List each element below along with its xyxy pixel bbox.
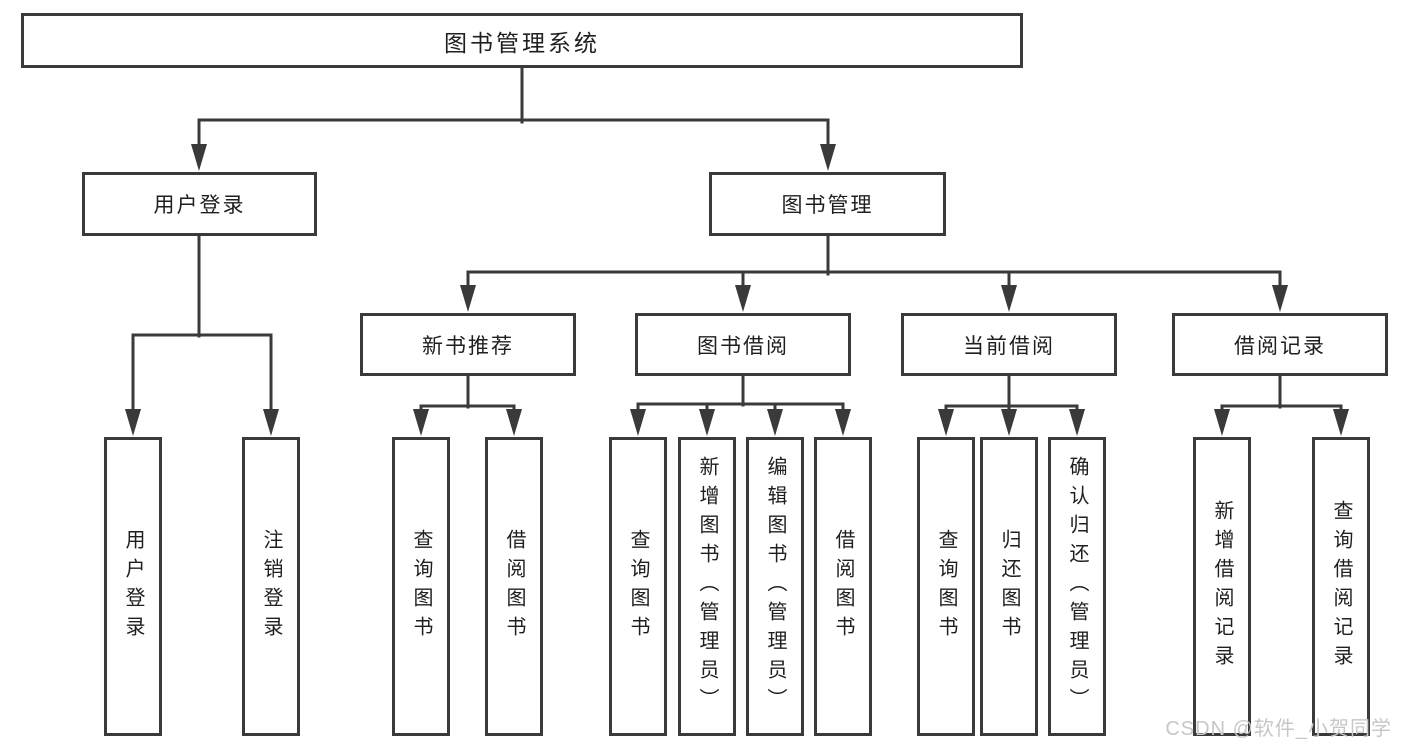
leaf-query-borrow-record: 查询借阅记录: [1312, 437, 1370, 736]
arrowhead-icon: [1214, 409, 1230, 436]
node-label: 借阅图书: [832, 528, 854, 645]
leaf-user-login: 用户登录: [104, 437, 162, 736]
node-book-borrowing: 图书借阅: [635, 313, 851, 376]
arrowhead-icon: [413, 409, 429, 436]
arrowhead-icon: [506, 409, 522, 436]
leaf-borrow-books-recommend: 借阅图书: [485, 437, 543, 736]
connector-borrow-records-children: [1220, 374, 1343, 416]
leaf-query-books-current: 查询图书: [917, 437, 975, 736]
node-label: 用户登录: [122, 528, 144, 645]
arrowhead-icon: [263, 409, 279, 436]
node-label: 新增借阅记录: [1211, 499, 1233, 674]
node-label: 归还图书: [998, 528, 1020, 645]
node-label: 当前借阅: [963, 334, 1055, 358]
leaf-edit-book-admin: 编辑图书（管理员）: [746, 437, 804, 736]
node-label: 借阅记录: [1234, 334, 1326, 358]
csdn-watermark: CSDN @软件_小贺同学: [1165, 718, 1392, 740]
arrowhead-icon: [1001, 285, 1017, 312]
arrowhead-icon: [630, 409, 646, 436]
node-label: 注销登录: [260, 528, 282, 645]
node-label: 借阅图书: [503, 528, 525, 645]
leaf-borrow-books-borrowing: 借阅图书: [814, 437, 872, 736]
arrowhead-icon: [1001, 409, 1017, 436]
arrowhead-icon: [735, 285, 751, 312]
arrowheads: [125, 144, 1349, 436]
arrowhead-icon: [820, 144, 836, 171]
node-library-management-system: 图书管理系统: [21, 13, 1023, 68]
node-label: 查询图书: [410, 528, 432, 645]
node-label: 新增图书（管理员）: [696, 456, 718, 717]
node-label: 编辑图书（管理员）: [764, 456, 786, 717]
arrowhead-icon: [1272, 285, 1288, 312]
node-label: 图书借阅: [697, 334, 789, 358]
arrowhead-icon: [699, 409, 715, 436]
arrowhead-icon: [191, 144, 207, 171]
node-label: 用户登录: [153, 194, 246, 217]
connector-root-to-level1: [197, 66, 830, 152]
arrowhead-icon: [938, 409, 954, 436]
leaf-add-borrow-record: 新增借阅记录: [1193, 437, 1251, 736]
leaf-query-books-recommend: 查询图书: [392, 437, 450, 736]
arrowhead-icon: [460, 285, 476, 312]
node-label: 查询图书: [935, 528, 957, 645]
connector-new-book-recommend-children: [419, 374, 516, 416]
node-book-management: 图书管理: [709, 172, 946, 236]
node-label: 查询借阅记录: [1330, 499, 1352, 674]
arrowhead-icon: [835, 409, 851, 436]
connector-book-management-children: [466, 234, 1282, 294]
node-borrow-records: 借阅记录: [1172, 313, 1388, 376]
leaf-query-books-borrowing: 查询图书: [609, 437, 667, 736]
arrowhead-icon: [1333, 409, 1349, 436]
arrowhead-icon: [767, 409, 783, 436]
connector-book-borrowing-children: [636, 374, 845, 416]
node-label: 新书推荐: [422, 334, 514, 358]
leaf-add-book-admin: 新增图书（管理员）: [678, 437, 736, 736]
node-label: 图书管理: [781, 194, 874, 217]
node-current-borrowing: 当前借阅: [901, 313, 1117, 376]
node-new-book-recommend: 新书推荐: [360, 313, 576, 376]
arrowhead-icon: [1069, 409, 1085, 436]
node-user-login: 用户登录: [82, 172, 317, 236]
connector-current-borrowing-children: [944, 374, 1079, 416]
leaf-confirm-return-admin: 确认归还（管理员）: [1048, 437, 1106, 736]
node-label: 查询图书: [627, 528, 649, 645]
arrowhead-icon: [125, 409, 141, 436]
connector-user-login-children: [131, 234, 273, 416]
leaf-return-book: 归还图书: [980, 437, 1038, 736]
node-label: 确认归还（管理员）: [1066, 456, 1088, 717]
leaf-logout: 注销登录: [242, 437, 300, 736]
node-label: 图书管理系统: [444, 29, 600, 56]
